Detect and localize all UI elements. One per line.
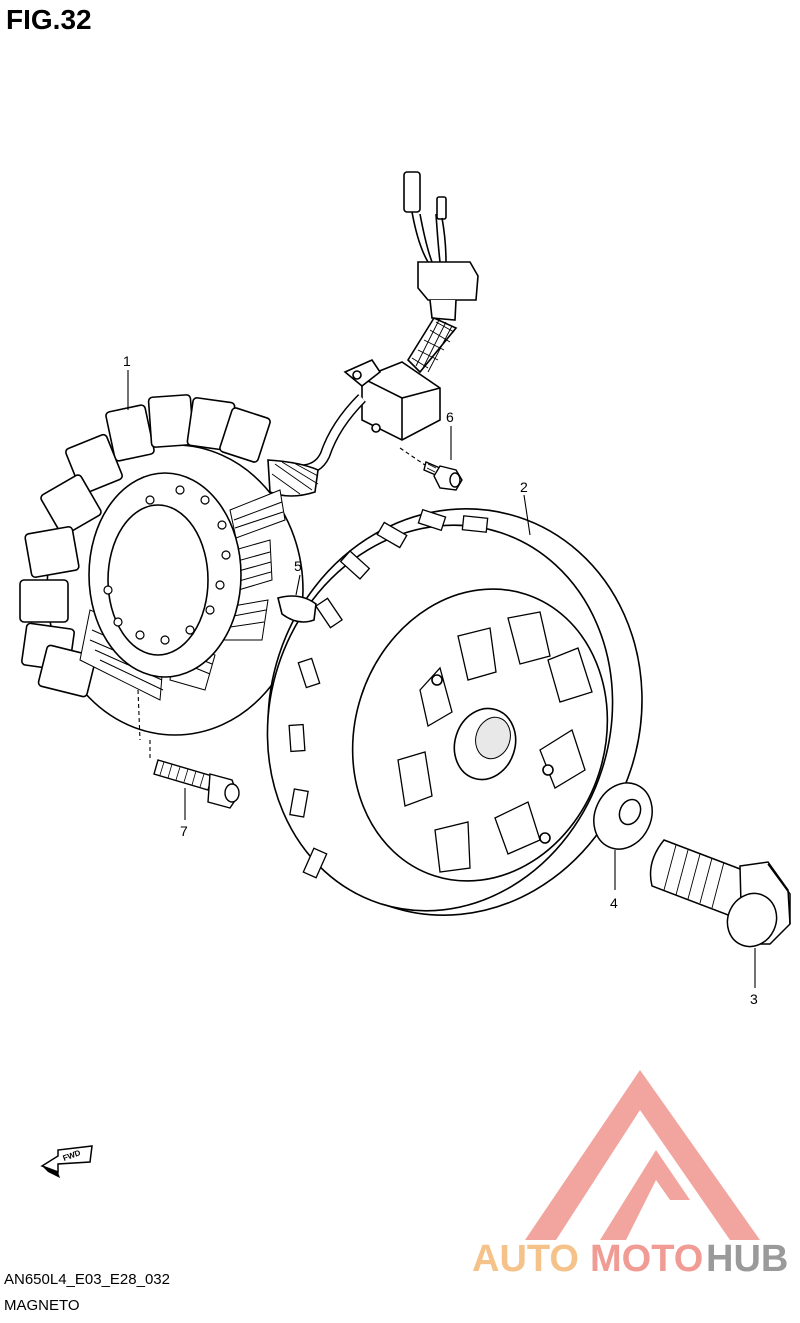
wire-clamp <box>417 261 479 301</box>
sensor-screw <box>423 461 463 491</box>
figure-title: FIG.32 <box>6 4 92 35</box>
callout-4: 4 <box>610 895 618 911</box>
wiring-harness <box>267 171 479 497</box>
callout-3: 3 <box>750 991 758 1007</box>
callout-1: 1 <box>123 353 131 369</box>
leader-lines <box>127 370 756 988</box>
model-code: AN650L4_E03_E28_032 <box>4 1271 170 1288</box>
rotor-bolt <box>649 839 791 948</box>
watermark-hub: HUB <box>706 1238 788 1280</box>
watermark-auto: AUTO <box>472 1238 579 1280</box>
woodruff-key <box>277 595 317 623</box>
watermark-triangle-icon <box>525 1070 760 1240</box>
stator-coil <box>19 394 304 736</box>
callout-7: 7 <box>180 823 188 839</box>
callout-5: 5 <box>294 558 302 574</box>
connector-plug <box>403 171 421 213</box>
washer <box>593 782 653 850</box>
watermark-moto: MOTO <box>590 1238 703 1280</box>
connector-pin <box>436 196 447 220</box>
figure-name: MAGNETO <box>4 1297 80 1314</box>
callout-2: 2 <box>520 479 528 495</box>
callout-6: 6 <box>446 409 454 425</box>
stator-bolt <box>153 759 240 809</box>
stator-poles <box>19 394 271 698</box>
watermark-logo: AUTO MOTO HUB <box>472 1070 788 1280</box>
fwd-arrow-icon: FWD <box>40 1145 93 1178</box>
rotor-flywheel <box>266 508 643 916</box>
